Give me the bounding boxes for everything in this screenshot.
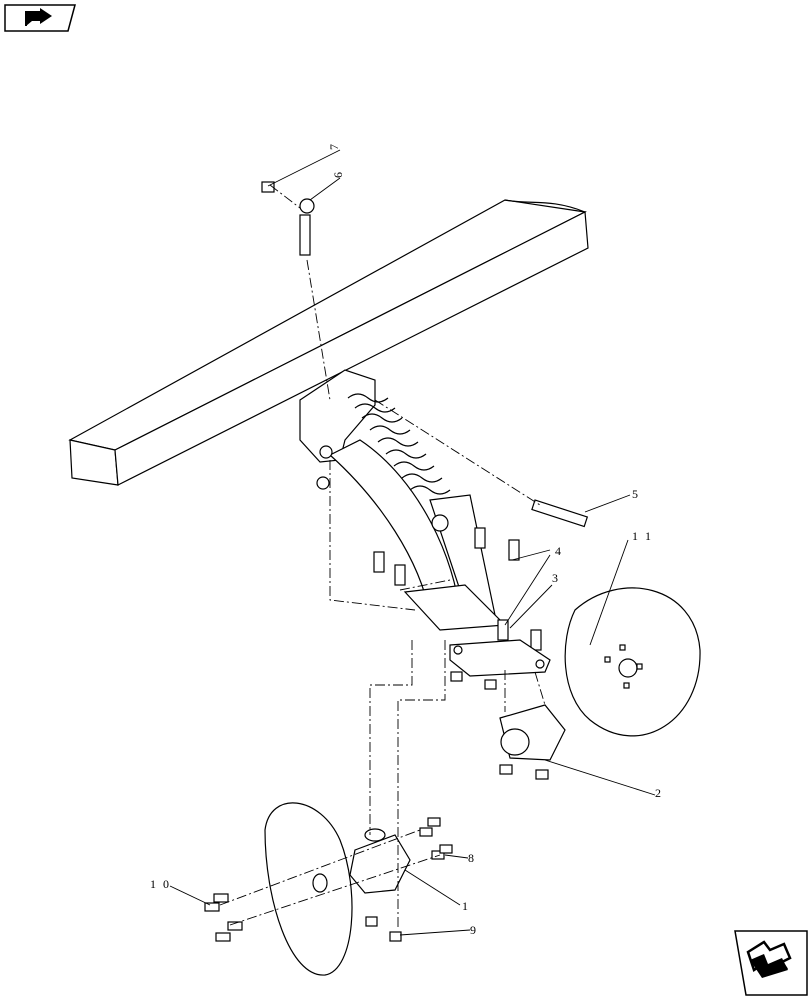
callout-9: 9 [470, 923, 478, 937]
callout-1: 1 [462, 899, 470, 913]
assembly-lines [219, 184, 546, 930]
nut-top [261, 181, 275, 193]
eye-bolt [299, 198, 315, 256]
callout-6: 6 [331, 170, 345, 178]
hub-bearing-right [499, 704, 566, 780]
previous-page-arrow-icon [4, 4, 76, 32]
mounting-plate [449, 639, 551, 677]
disc-blade-right [564, 587, 701, 737]
left-hardware [204, 817, 453, 942]
callout-10: 1 0 [150, 877, 171, 891]
plate-nuts [450, 671, 497, 690]
small-bolts [373, 527, 542, 651]
disc-blade-left [264, 802, 353, 976]
callout-3: 3 [552, 571, 560, 585]
long-bolt [531, 499, 589, 528]
square-tube-frame [68, 199, 589, 486]
callout-7: 7 [327, 142, 341, 150]
mounting-arm [299, 369, 507, 631]
leader-lines [169, 149, 656, 936]
callout-4: 4 [555, 544, 563, 558]
callout-labels: 7 6 5 4 3 1 1 2 8 1 1 0 9 [150, 142, 663, 937]
callout-2: 2 [655, 786, 663, 800]
hub-bearing-left [349, 828, 411, 894]
callout-11: 1 1 [632, 529, 653, 543]
next-page-button[interactable] [734, 930, 808, 996]
compression-spring [347, 393, 451, 495]
callout-8: 8 [468, 851, 476, 865]
callout-5: 5 [632, 487, 640, 501]
next-page-arrow-icon [734, 930, 808, 996]
previous-page-button[interactable] [4, 4, 76, 32]
